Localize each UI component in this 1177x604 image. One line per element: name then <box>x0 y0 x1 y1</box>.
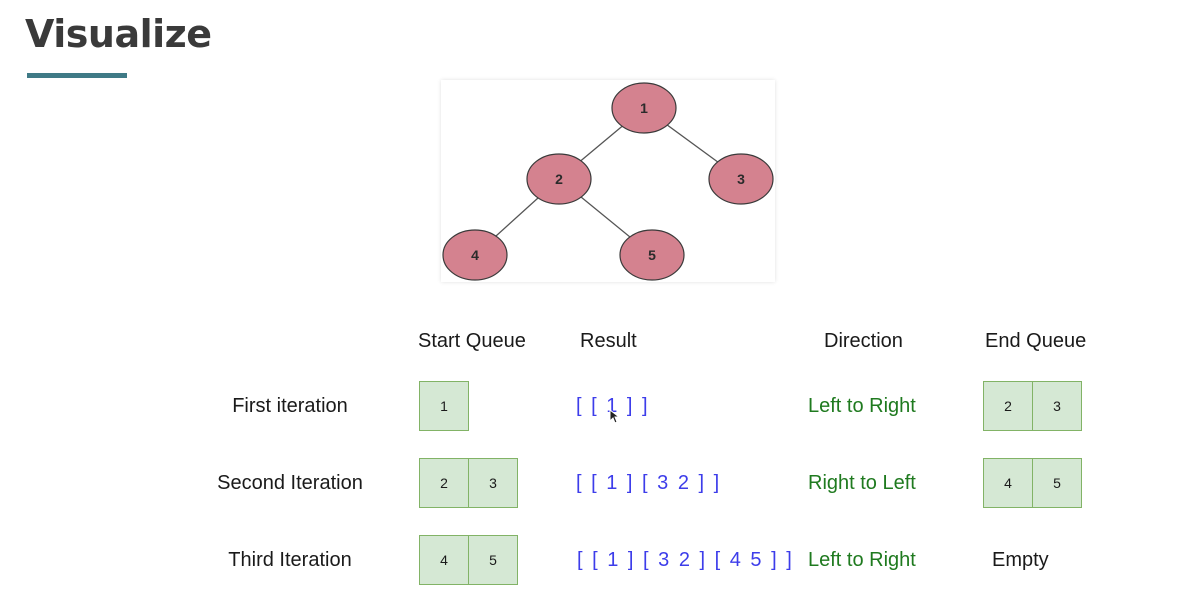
start-queue-row-2: 2 3 <box>419 458 518 508</box>
tree-node-label-2: 2 <box>555 171 563 187</box>
queue-cell: 4 <box>419 535 469 585</box>
header-result: Result <box>580 330 637 352</box>
result-row-2: [ [ 1 ] [ 3 2 ] ] <box>576 472 722 494</box>
direction-row-1: Left to Right <box>808 395 916 417</box>
title-underline <box>27 73 127 78</box>
row-label-third: Third Iteration <box>228 549 352 571</box>
start-queue-row-3: 4 5 <box>419 535 518 585</box>
page-title: Visualize <box>25 12 212 56</box>
tree-node-5 <box>619 229 685 281</box>
direction-row-3: Left to Right <box>808 549 916 571</box>
direction-row-2: Right to Left <box>808 472 916 494</box>
header-end-queue: End Queue <box>985 330 1087 352</box>
queue-cell: 3 <box>468 458 518 508</box>
queue-cell: 2 <box>419 458 469 508</box>
result-row-3: [ [ 1 ] [ 3 2 ] [ 4 5 ] ] <box>577 549 794 571</box>
tree-node-1 <box>611 82 677 134</box>
queue-cell: 5 <box>468 535 518 585</box>
end-queue-row-1: 2 3 <box>983 381 1082 431</box>
tree-node-3 <box>708 153 774 205</box>
queue-cell: 4 <box>983 458 1033 508</box>
end-queue-row-3: Empty <box>992 549 1049 571</box>
queue-cell: 1 <box>419 381 469 431</box>
tree-svg: 1 2 3 4 5 <box>442 82 774 281</box>
queue-cell: 2 <box>983 381 1033 431</box>
queue-cell: 5 <box>1032 458 1082 508</box>
end-queue-row-2: 4 5 <box>983 458 1082 508</box>
tree-diagram: 1 2 3 4 5 <box>441 80 775 282</box>
tree-node-label-5: 5 <box>648 247 656 263</box>
tree-node-2 <box>526 153 592 205</box>
row-label-first: First iteration <box>232 395 348 417</box>
mouse-cursor-icon <box>609 409 621 424</box>
tree-node-label-4: 4 <box>471 247 479 263</box>
row-label-second: Second Iteration <box>217 472 363 494</box>
tree-node-4 <box>442 229 508 281</box>
tree-node-label-3: 3 <box>737 171 745 187</box>
start-queue-row-1: 1 <box>419 381 469 431</box>
header-start-queue: Start Queue <box>418 330 526 352</box>
queue-cell: 3 <box>1032 381 1082 431</box>
tree-node-label-1: 1 <box>640 100 648 116</box>
header-direction: Direction <box>824 330 903 352</box>
result-row-1: [ [ 1 ] ] <box>576 395 650 417</box>
